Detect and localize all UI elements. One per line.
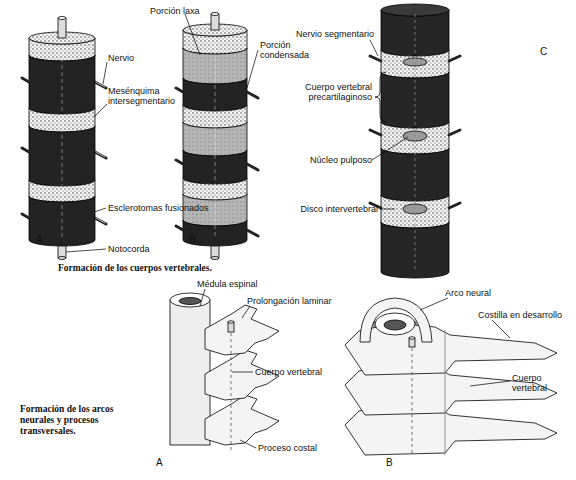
part-label: Mesénquima intersegmentario [108,86,178,107]
nerve [370,56,460,208]
part-label: Costilla en desarrollo [478,310,562,320]
part-label: Arco neural [445,288,491,298]
part-label: Disco intervertebral [280,204,378,214]
part-label: Prolongación laminar [247,296,332,306]
part-label: Nervio [108,53,134,63]
brace [375,72,386,122]
part-label: Proceso costal [258,443,317,453]
neural-arch [360,298,432,342]
panel-letter: A [36,234,43,246]
vertebral-column-c [381,4,449,278]
part-label: Núcleo pulposo [296,155,372,165]
leader-lines [66,14,510,448]
part-label: Esclerotomas fusionados [108,203,209,213]
part-label: Cuerpo vertebral precartilaginoso [292,82,372,103]
part-label: Médula espinal [197,279,258,289]
sclerotome-column-b [183,13,247,260]
part-label: Porción condensada [260,40,312,61]
part-label: Porción laxa [150,6,200,16]
vertebra [205,395,279,445]
part-label: Nervio segmentario [292,29,374,39]
panel-letter: A [156,457,163,469]
part-label: Cuerpo vertebral [512,373,568,394]
panel-letter: B [386,457,393,469]
figure-caption: Formación de los arcos neurales y proces… [20,404,148,437]
vertebra [345,323,557,375]
part-label: Cuerpo vertebral [255,367,322,377]
notochord [211,14,219,30]
part-label: Notocorda [108,244,150,254]
panel-letter: C [540,46,547,58]
notochord [58,18,66,38]
figure-caption: Formación de los cuerpos vertebrales. [58,263,212,274]
panel-letter: B [189,234,196,246]
spinal-cord [170,300,210,445]
sclerotome-column-a [29,17,95,260]
vertebra [205,305,279,355]
nerve [22,78,106,224]
nerve [176,88,258,236]
